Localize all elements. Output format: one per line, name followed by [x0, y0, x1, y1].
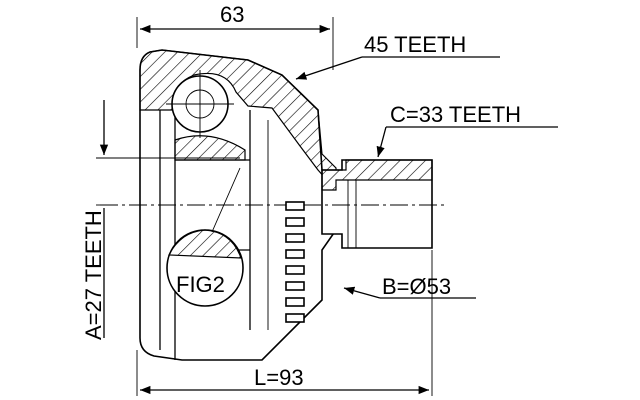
label-45-teeth: 45 TEETH — [364, 32, 466, 57]
annotation-45-teeth: 45 TEETH — [295, 32, 500, 80]
annotation-c-33-teeth: C=33 TEETH — [376, 102, 558, 158]
annotation-a-27-teeth: A=27 TEETH — [81, 100, 240, 340]
label-a-27-teeth: A=27 TEETH — [81, 210, 106, 340]
dimension-top-63: 63 — [136, 2, 334, 70]
joint-housing: FIG2 — [100, 49, 444, 361]
dimension-bottom-l-93: L=93 — [136, 250, 433, 396]
annotation-b-53: B=Ø53 — [343, 274, 476, 299]
label-fig2: FIG2 — [176, 272, 225, 297]
label-b-53: B=Ø53 — [382, 274, 451, 299]
label-c-33-teeth: C=33 TEETH — [390, 102, 521, 127]
tone-ring — [285, 201, 305, 323]
label-l-93: L=93 — [254, 365, 304, 390]
label-top-63: 63 — [220, 2, 244, 27]
